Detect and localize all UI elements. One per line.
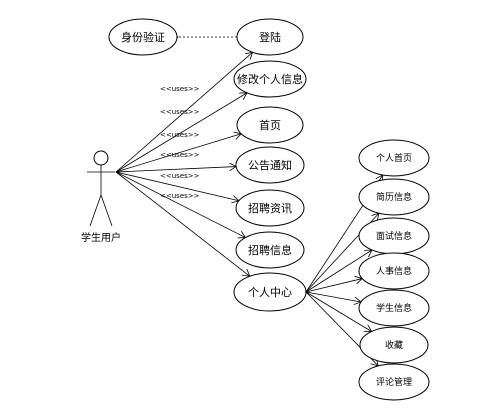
use-case-edit-info-ellipse bbox=[233, 60, 307, 98]
use-case-login[interactable]: 登陆 bbox=[236, 18, 304, 56]
association-line-student bbox=[305, 291, 361, 302]
use-case-student-label: 学生信息 bbox=[376, 302, 412, 314]
association-line-recruit-info bbox=[115, 171, 245, 238]
use-case-comments[interactable]: 评论管理 bbox=[358, 363, 430, 401]
association-line-hr bbox=[305, 279, 362, 293]
use-case-my-home-label: 个人首页 bbox=[376, 152, 412, 164]
use-case-comments-label: 评论管理 bbox=[376, 376, 412, 388]
use-case-hr-label: 人事信息 bbox=[376, 265, 412, 277]
actor-leg-right bbox=[100, 194, 113, 227]
use-case-home-label: 首页 bbox=[259, 118, 281, 132]
use-case-student[interactable]: 学生信息 bbox=[358, 289, 430, 327]
use-case-personal-center-label: 个人中心 bbox=[248, 286, 292, 299]
use-case-recruit-news[interactable]: 招聘资讯 bbox=[235, 189, 305, 227]
actor-leg-left bbox=[89, 194, 102, 227]
use-case-edit-info-label: 修改个人信息 bbox=[237, 72, 303, 86]
use-case-comments-ellipse bbox=[358, 363, 430, 401]
use-case-favorites-label: 收藏 bbox=[385, 339, 403, 351]
stereotype-label-home: <<uses>> bbox=[160, 108, 200, 116]
use-case-recruit-info-ellipse bbox=[235, 231, 305, 269]
use-case-interview-label: 面试信息 bbox=[376, 230, 412, 242]
use-case-login-label: 登陆 bbox=[259, 30, 281, 44]
use-case-resume-label: 简历信息 bbox=[376, 191, 412, 203]
actor-head bbox=[93, 150, 109, 166]
use-case-my-home[interactable]: 个人首页 bbox=[358, 139, 430, 177]
stereotype-label-edit-info: <<uses>> bbox=[160, 85, 200, 93]
use-case-student-ellipse bbox=[358, 289, 430, 327]
use-case-resume[interactable]: 简历信息 bbox=[358, 178, 430, 216]
use-case-recruit-news-ellipse bbox=[235, 189, 305, 227]
association-line-favorites bbox=[305, 291, 372, 331]
stereotype-label-recruit-info: <<uses>> bbox=[160, 172, 200, 180]
actor-label: 学生用户 bbox=[81, 231, 121, 244]
association-line-notice bbox=[115, 167, 236, 173]
use-case-notice-ellipse bbox=[235, 146, 305, 184]
use-case-auth-label: 身份验证 bbox=[121, 30, 165, 44]
association-line-login bbox=[115, 52, 253, 173]
use-case-notice-label: 公告通知 bbox=[248, 158, 292, 172]
use-case-edit-info[interactable]: 修改个人信息 bbox=[233, 60, 307, 98]
association-line-edit-info bbox=[115, 93, 247, 173]
use-case-favorites[interactable]: 收藏 bbox=[359, 326, 429, 364]
use-case-home[interactable]: 首页 bbox=[236, 106, 304, 144]
stereotype-label-notice: <<uses>> bbox=[160, 131, 200, 139]
use-case-notice[interactable]: 公告通知 bbox=[235, 146, 305, 184]
use-case-my-home-ellipse bbox=[358, 139, 430, 177]
association-line-personal-center bbox=[115, 171, 250, 276]
actor-associations: <<uses>> <<uses>> <<uses>> <<uses>> <<uses>>… bbox=[115, 52, 253, 276]
actor-figure bbox=[87, 150, 115, 227]
association-line-recruit-news bbox=[115, 171, 239, 201]
use-case-recruit-info-label: 招聘信息 bbox=[248, 243, 292, 257]
use-case-auth[interactable]: 身份验证 bbox=[108, 18, 178, 56]
stereotype-label-personal-center: <<uses>> bbox=[160, 192, 200, 200]
use-case-recruit-news-label: 招聘资讯 bbox=[248, 201, 292, 215]
use-case-personal-center[interactable]: 个人中心 bbox=[233, 272, 307, 312]
use-case-resume-ellipse bbox=[358, 178, 430, 216]
use-case-hr[interactable]: 人事信息 bbox=[358, 252, 430, 290]
stereotype-label-recruit-news: <<uses>> bbox=[160, 151, 200, 159]
use-case-login-ellipse bbox=[236, 18, 304, 56]
association-line-home bbox=[115, 134, 241, 173]
use-case-recruit-info[interactable]: 招聘信息 bbox=[235, 231, 305, 269]
use-case-hr-ellipse bbox=[358, 252, 430, 290]
association-line-interview bbox=[305, 250, 372, 293]
use-case-home-ellipse bbox=[236, 106, 304, 144]
use-case-personal-center-ellipse bbox=[233, 272, 307, 312]
use-case-interview[interactable]: 面试信息 bbox=[358, 217, 430, 255]
use-case-favorites-ellipse bbox=[359, 326, 429, 364]
use-case-auth-ellipse bbox=[108, 18, 178, 56]
